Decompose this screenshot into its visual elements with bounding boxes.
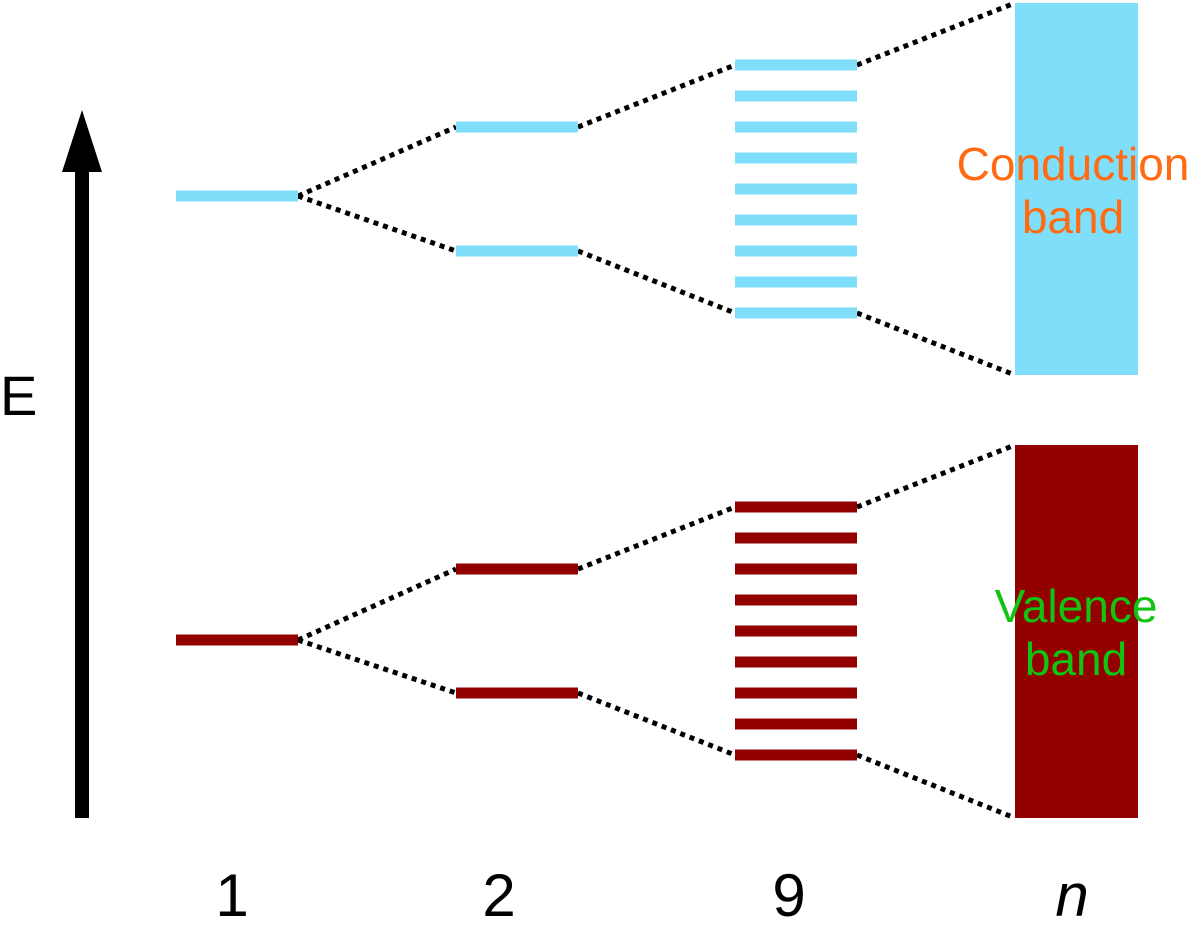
valence-band-label: Valence band (946, 580, 1200, 687)
conduction-connector-line (856, 310, 1016, 378)
conduction-band-block (1015, 3, 1138, 375)
conduction-connector-line (296, 124, 458, 199)
valence-connector-line (577, 690, 736, 758)
conduction-level-9-atoms (735, 90, 857, 102)
conduction-connector-line (856, 0, 1016, 68)
conduction-level-9-atoms (735, 121, 857, 133)
conduction-level-9-atoms (735, 307, 857, 319)
conduction-level-2-atoms (456, 245, 578, 257)
valence-level-2-atoms (456, 687, 578, 699)
conduction-level-9-atoms (735, 245, 857, 257)
energy-axis-shaft (75, 160, 89, 818)
valence-band-block (1015, 445, 1138, 818)
column-label-9: 9 (772, 862, 806, 929)
conduction-connector-line (297, 193, 457, 254)
conduction-level-1-atom (176, 190, 298, 202)
conduction-level-9-atoms (735, 214, 857, 226)
conduction-band-label-line1: Conduction (956, 138, 1190, 190)
valence-level-1-atom (176, 634, 298, 646)
valence-level-9-atoms (735, 594, 857, 606)
conduction-level-9-atoms (735, 276, 857, 288)
connector-lines (296, 0, 1016, 821)
column-label-1: 1 (215, 862, 249, 929)
energy-levels (176, 59, 857, 761)
valence-connector-line (297, 637, 457, 696)
valence-level-9-atoms (735, 718, 857, 730)
valence-level-2-atoms (456, 563, 578, 575)
energy-axis-arrowhead (62, 110, 102, 172)
valence-level-9-atoms (735, 656, 857, 668)
conduction-connector-line (577, 248, 736, 316)
valence-level-9-atoms (735, 563, 857, 575)
valence-band-label-line1: Valence (994, 580, 1158, 632)
conduction-band-label: Conduction band (943, 138, 1200, 245)
conduction-level-9-atoms (735, 183, 857, 195)
conduction-band-label-line2: band (1021, 191, 1125, 244)
conduction-level-9-atoms (735, 59, 857, 71)
valence-level-9-atoms (735, 687, 857, 699)
valence-connector-line (856, 442, 1016, 510)
column-label-n: n (1055, 862, 1089, 929)
conduction-level-2-atoms (456, 121, 578, 133)
valence-level-9-atoms (735, 749, 857, 761)
valence-connector-line (577, 504, 736, 572)
conduction-level-9-atoms (735, 152, 857, 164)
valence-level-9-atoms (735, 501, 857, 513)
conduction-connector-line (577, 62, 736, 130)
valence-band-label-line2: band (1024, 633, 1128, 686)
valence-connector-line (856, 752, 1016, 821)
column-label-2: 2 (482, 862, 516, 929)
valence-level-9-atoms (735, 625, 857, 637)
valence-level-9-atoms (735, 532, 857, 544)
energy-axis-label: E (0, 364, 38, 427)
energy-axis (62, 110, 102, 818)
valence-connector-line (296, 566, 458, 643)
